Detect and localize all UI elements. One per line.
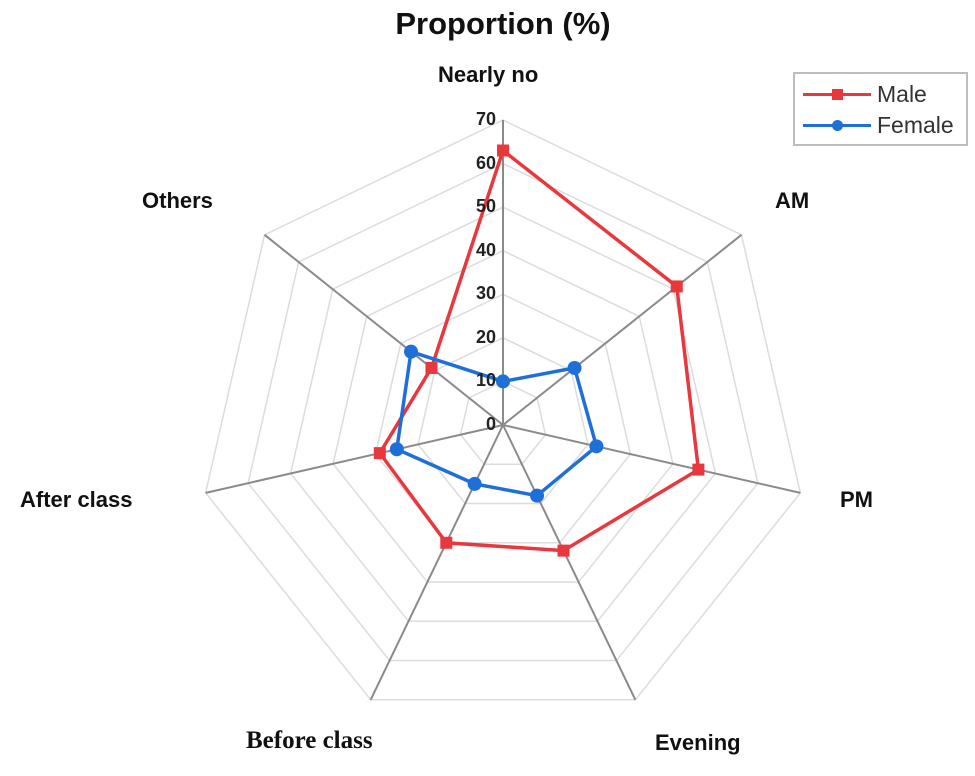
radial-tick-50: 50: [475, 196, 496, 217]
legend-label-male: Male: [877, 80, 927, 107]
radial-tick-20: 20: [475, 326, 496, 347]
axis-spoke: [502, 234, 743, 426]
axis-spoke: [263, 234, 504, 426]
data-point-male[interactable]: [440, 536, 453, 549]
radial-tick-0: 0: [485, 414, 496, 434]
chart-title: Proportion (%): [395, 6, 611, 41]
data-point-male[interactable]: [670, 280, 683, 293]
radar-grid: [204, 119, 802, 701]
data-point-female[interactable]: [467, 476, 482, 491]
data-point-female[interactable]: [389, 442, 404, 457]
radial-tick-30: 30: [475, 283, 496, 304]
axis-spoke: [502, 424, 801, 494]
axis-label-evening: Evening: [655, 730, 741, 755]
data-point-female[interactable]: [589, 439, 604, 454]
axis-label-nearly-no: Nearly no: [438, 62, 539, 87]
radial-tick-40: 40: [475, 239, 496, 260]
data-point-female[interactable]: [496, 374, 510, 389]
axis-label-before-class: Before class: [246, 727, 373, 754]
male-line-square-icon: [803, 84, 871, 104]
data-point-male[interactable]: [425, 361, 438, 374]
axis-label-am: AM: [775, 188, 810, 213]
data-series: [373, 144, 705, 557]
grid-ring: [332, 249, 674, 583]
data-point-female[interactable]: [404, 344, 419, 359]
legend-item-male[interactable]: Male: [803, 80, 927, 108]
radial-tick-10: 10: [475, 370, 496, 391]
axis-label-after-class: After class: [20, 487, 133, 512]
radar-spokes: [205, 120, 801, 701]
axis-label-pm: PM: [840, 487, 873, 512]
grid-ring: [459, 380, 547, 466]
data-point-male[interactable]: [557, 544, 570, 557]
radial-tick-70: 70: [475, 109, 496, 129]
data-point-female[interactable]: [530, 488, 545, 503]
legend: Male Female: [793, 72, 968, 146]
data-point-female[interactable]: [567, 360, 582, 375]
legend-label-female: Female: [877, 111, 954, 138]
radial-tick-60: 60: [475, 152, 496, 173]
grid-ring: [247, 162, 759, 662]
legend-item-female[interactable]: Female: [803, 111, 954, 139]
series-line-female: [394, 349, 599, 498]
axis-spoke: [502, 424, 637, 701]
grid-ring: [374, 293, 632, 544]
grid-ring: [417, 337, 589, 505]
data-point-male[interactable]: [497, 144, 509, 157]
axis-spoke: [369, 424, 504, 701]
data-point-male[interactable]: [373, 447, 386, 460]
grid-ring: [204, 119, 802, 701]
female-line-circle-icon: [803, 115, 871, 135]
axis-spoke: [205, 424, 504, 494]
series-line-male: [377, 147, 701, 553]
axis-label-others: Others: [142, 188, 213, 213]
data-point-male[interactable]: [692, 463, 705, 476]
